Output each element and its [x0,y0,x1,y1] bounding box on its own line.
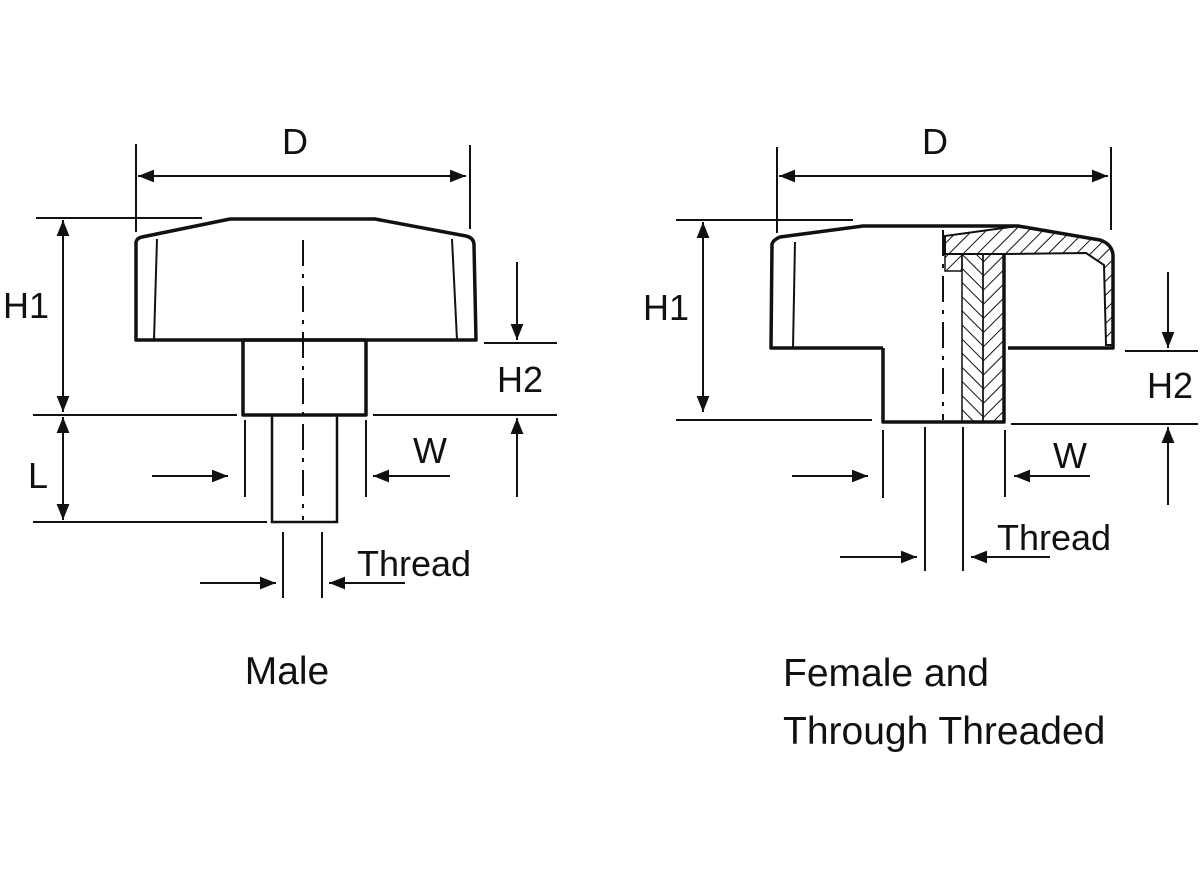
female-insert-section-right [982,253,1005,423]
male-knob-edge-left [153,238,158,341]
male-h2-label: H2 [497,359,543,400]
male-caption: Male [245,650,330,693]
female-insert-flange [944,253,963,272]
female-knob-hub [881,254,1006,424]
female-d-label: D [922,121,948,162]
female-knob-edge-left [792,241,796,349]
male-knob-drawing: D H1 L H2 W T [3,121,557,693]
male-h1-label: H1 [3,285,49,326]
female-caption-line2: Through Threaded [783,710,1105,753]
male-knob-hub [241,338,368,417]
male-threaded-stem [270,413,339,524]
female-insert-section-left [961,253,984,423]
male-w-label: W [413,430,447,471]
male-knob-head [134,217,478,342]
female-knob-head [769,224,1115,350]
male-thread-label: Thread [357,543,471,584]
male-d-label: D [282,121,308,162]
female-thread-label: Thread [997,517,1111,558]
female-caption-line1: Female and [783,652,989,695]
female-w-label: W [1053,435,1087,476]
male-knob-edge-right [451,238,458,341]
female-knob-drawing: D H1 H2 W Thread [643,121,1198,753]
male-l-label: L [28,455,48,496]
female-h1-label: H1 [643,287,689,328]
female-h2-label: H2 [1147,365,1193,406]
